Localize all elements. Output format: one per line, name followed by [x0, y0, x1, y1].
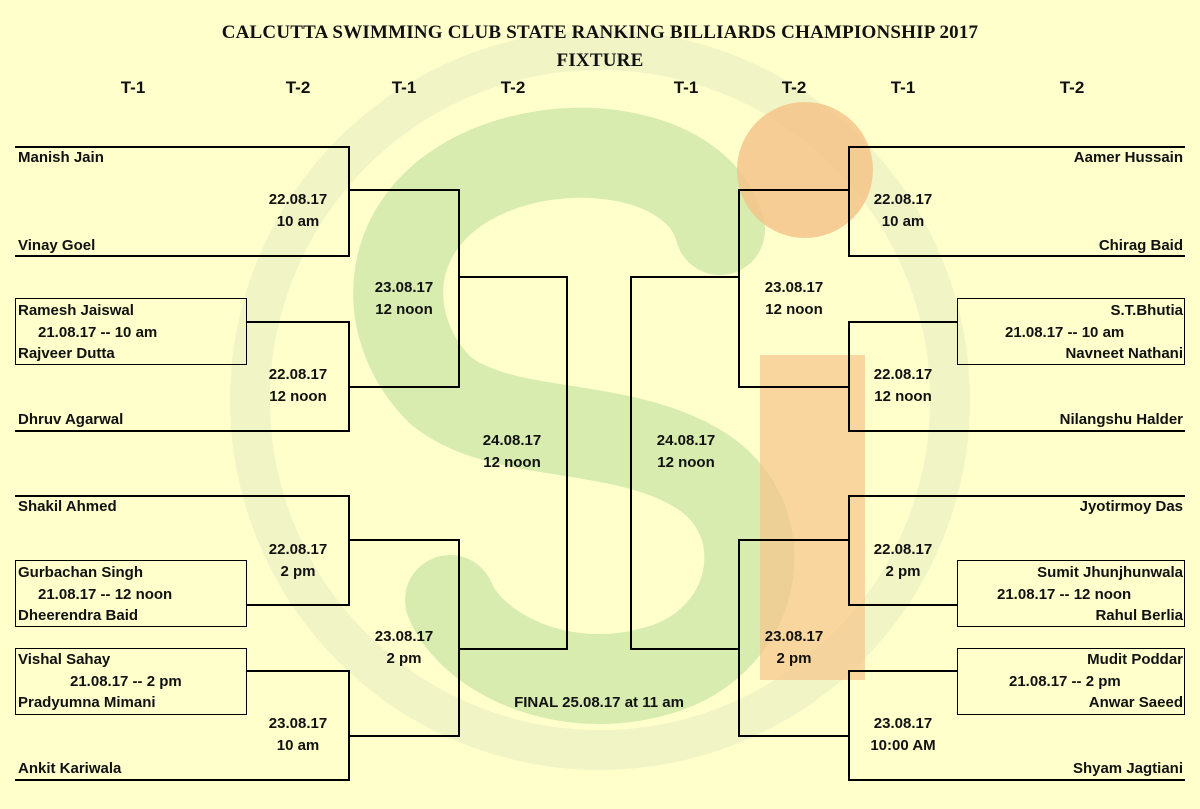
match-date: 23.08.17 [764, 628, 824, 645]
player-name: Shakil Ahmed [18, 498, 117, 515]
match-time: 2 pm [776, 650, 812, 667]
match-schedule: 22.08.17 12 noon [269, 364, 327, 408]
player-name: Nilangshu Halder [1059, 411, 1183, 428]
match-time: 10 am [881, 213, 925, 230]
prelim-schedule: 21.08.17 -- 10 am [1005, 324, 1125, 341]
prelim-box-left-1 [15, 298, 247, 365]
player-name: Shyam Jagtiani [1072, 760, 1183, 777]
match-schedule: 22.08.17 12 noon [874, 364, 932, 408]
match-schedule: 23.08.17 12 noon [765, 277, 823, 321]
match-time: 12 noon [874, 388, 932, 405]
match-date: 24.08.17 [482, 432, 542, 449]
match-date: 24.08.17 [656, 432, 716, 449]
match-date: 23.08.17 [374, 628, 434, 645]
match-date: 23.08.17 [268, 715, 328, 732]
prelim-box-right-3 [957, 648, 1185, 715]
column-header: T-1 [120, 78, 146, 97]
match-date: 23.08.17 [374, 279, 434, 296]
match-schedule: 23.08.17 2 pm [375, 626, 433, 670]
match-time: 12 noon [483, 454, 541, 471]
match-schedule: 23.08.17 2 pm [765, 626, 823, 670]
column-header: T-1 [673, 78, 699, 97]
player-name: Pradyumna Mimani [18, 694, 156, 711]
player-name: Dheerendra Baid [18, 607, 139, 624]
prelim-schedule: 21.08.17 -- 12 noon [38, 586, 173, 603]
match-time: 10 am [276, 737, 320, 754]
match-date: 22.08.17 [873, 191, 933, 208]
player-name: Vinay Goel [18, 237, 96, 254]
match-time: 2 pm [885, 563, 921, 580]
match-time: 12 noon [765, 301, 823, 318]
match-schedule: 22.08.17 2 pm [269, 539, 327, 583]
prelim-box-right-1 [957, 298, 1185, 365]
prelim-box-left-2 [15, 560, 247, 627]
prelim-schedule: 21.08.17 -- 2 pm [70, 673, 182, 690]
match-schedule: 23.08.17 10 am [269, 713, 327, 757]
prelim-box-right-2 [957, 560, 1185, 627]
player-name: Navneet Nathani [1065, 345, 1183, 362]
player-name: Chirag Baid [1098, 237, 1183, 254]
player-name: Anwar Saeed [1088, 694, 1183, 711]
player-name: Dhruv Agarwal [18, 411, 124, 428]
prelim-schedule: 21.08.17 -- 2 pm [1009, 673, 1121, 690]
page-title: CALCUTTA SWIMMING CLUB STATE RANKING BIL… [221, 22, 979, 43]
player-name: Rajveer Dutta [18, 345, 115, 362]
prelim-box-left-3 [15, 648, 247, 715]
player-name: Vishal Sahay [18, 651, 111, 668]
match-schedule: 23.08.17 12 noon [375, 277, 433, 321]
player-name: Jyotirmoy Das [1079, 498, 1183, 515]
column-header: T-1 [391, 78, 417, 97]
player-name: Aamer Hussain [1073, 149, 1183, 166]
player-name: Sumit Jhunjhunwala [1037, 564, 1183, 581]
match-schedule: 24.08.17 12 noon [657, 430, 715, 474]
column-header: T-1 [890, 78, 916, 97]
player-name: Ramesh Jaiswal [18, 302, 134, 319]
column-header: T-2 [1059, 78, 1085, 97]
match-schedule: 24.08.17 12 noon [483, 430, 541, 474]
match-schedule: 23.08.17 10:00 AM [870, 713, 935, 757]
player-name: Mudit Poddar [1087, 651, 1183, 668]
player-name: Ankit Kariwala [18, 760, 122, 777]
match-date: 23.08.17 [873, 715, 933, 732]
match-date: 22.08.17 [873, 541, 933, 558]
column-header: T-2 [285, 78, 311, 97]
match-time: 12 noon [269, 388, 327, 405]
match-time: 10 am [276, 213, 320, 230]
match-schedule: 22.08.17 10 am [269, 189, 327, 233]
match-schedule: 22.08.17 2 pm [874, 539, 932, 583]
match-date: 23.08.17 [764, 279, 824, 296]
match-date: 22.08.17 [268, 191, 328, 208]
match-date: 22.08.17 [268, 541, 328, 558]
player-name: S.T.Bhutia [1110, 302, 1183, 319]
player-name: Rahul Berlia [1095, 607, 1183, 624]
player-name: Manish Jain [18, 149, 104, 166]
match-date: 22.08.17 [873, 366, 933, 383]
match-time: 2 pm [280, 563, 316, 580]
match-time: 12 noon [375, 301, 433, 318]
prelim-schedule: 21.08.17 -- 12 noon [997, 586, 1132, 603]
player-name: Gurbachan Singh [18, 564, 144, 581]
match-date: 22.08.17 [268, 366, 328, 383]
prelim-schedule: 21.08.17 -- 10 am [38, 324, 158, 341]
final-schedule: FINAL 25.08.17 at 11 am [514, 694, 684, 711]
match-time: 10:00 AM [870, 737, 936, 754]
column-header: T-2 [781, 78, 807, 97]
match-schedule: 22.08.17 10 am [874, 189, 932, 233]
page-subtitle: FIXTURE [556, 50, 644, 71]
match-time: 2 pm [386, 650, 422, 667]
column-header: T-2 [500, 78, 526, 97]
match-time: 12 noon [657, 454, 715, 471]
